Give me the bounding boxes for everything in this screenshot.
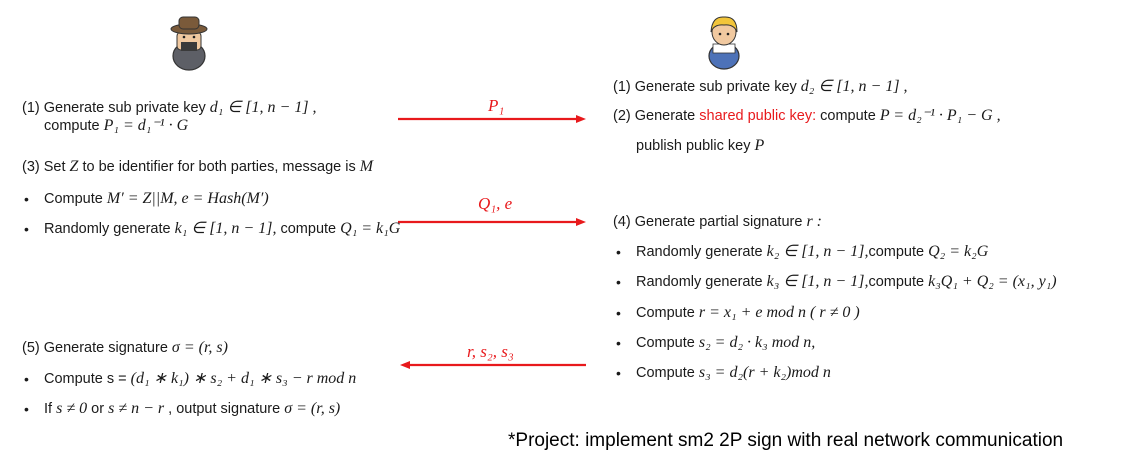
arrow-p1-label: P₁	[488, 96, 505, 115]
left-step3-z: Z	[69, 158, 79, 175]
right-step4-bullet1: Randomly generate k₂ ∈ [1, n − 1],comput…	[616, 243, 989, 261]
right-b5-math: s₃ = d₂(r + k₂)mod n	[698, 364, 831, 381]
left-step3-b2-math: k₁ ∈ [1, n − 1],	[174, 220, 277, 237]
project-note: *Project: implement sm2 2P sign with rea…	[508, 430, 1064, 451]
right-b4-math: s₂ = d₂ · k₃ mod n,	[698, 334, 816, 351]
right-b2-text2: compute	[868, 274, 925, 290]
right-b1-text: Randomly generate	[636, 244, 763, 260]
arrow-rs-label: r, s₂, s₃	[467, 342, 514, 361]
left-step5-bullet2: If s ≠ 0 or s ≠ n − r , output signature…	[24, 400, 341, 418]
left-step5-heading: (5) Generate signature σ = (r, s)	[22, 339, 228, 357]
right-step4-bullet4: Compute s₂ = d₂ · k₃ mod n,	[616, 334, 816, 352]
left-step3-m: M	[359, 158, 374, 175]
left-step5-b2-text2: or	[91, 401, 105, 417]
right-step2-shared-key-label: shared public key:	[699, 108, 817, 124]
right-step4-bullet5: Compute s₃ = d₂(r + k₂)mod n	[616, 364, 831, 382]
left-step3-bullet1: Compute M′ = Z||M, e = Hash(M′)	[24, 190, 269, 208]
arrow-p1-head	[576, 115, 586, 123]
left-step3-bullet2: Randomly generate k₁ ∈ [1, n − 1], compu…	[24, 220, 401, 238]
left-step1-text: (1) Generate sub private key	[22, 100, 206, 116]
right-b4-text: Compute	[636, 335, 695, 351]
left-step3-b2-math2: Q₁ = k₁G	[340, 220, 401, 237]
left-step5-b2-math3: σ = (r, s)	[284, 400, 341, 417]
left-step3-b1-math: M′ = Z||M, e = Hash(M′)	[106, 190, 269, 207]
right-step2-line2: publish public key P	[636, 137, 764, 155]
left-step5-b1-math: (d₁ ∗ k₁) ∗ s₂ + d₁ ∗ s₃ − r mod n	[130, 370, 357, 387]
left-step5-b2-math1: s ≠ 0	[56, 400, 88, 417]
right-b2-math2: k₃Q₁ + Q₂ = (x₁, y₁)	[928, 273, 1057, 290]
right-b2-text: Randomly generate	[636, 274, 763, 290]
right-step4-bullet3: Compute r = x₁ + e mod n ( r ≠ 0 )	[616, 304, 860, 322]
left-step1-compute-text: compute	[44, 118, 100, 134]
left-step1-line2: compute P₁ = d₁⁻¹ · G	[44, 117, 188, 135]
left-step5-b1-text: Compute s =	[44, 371, 127, 387]
left-step5-b2-math2: s ≠ n − r	[108, 400, 165, 417]
right-step2-text: (2) Generate	[613, 108, 696, 124]
left-step3-b1-text: Compute	[44, 191, 103, 207]
right-step2-publish-math: P	[754, 137, 765, 154]
right-b3-text: Compute	[636, 305, 695, 321]
left-step3-b2-text2: compute	[280, 221, 337, 237]
right-step4-bullet2: Randomly generate k₃ ∈ [1, n − 1],comput…	[616, 273, 1057, 291]
arrow-rs-head	[400, 361, 410, 369]
right-b5-text: Compute	[636, 365, 695, 381]
right-step2: (2) Generate shared public key: compute …	[613, 107, 1001, 125]
right-b1-math2: Q₂ = k₂G	[928, 243, 989, 260]
left-step5-math: σ = (r, s)	[171, 339, 228, 356]
left-step3-b2-text: Randomly generate	[44, 221, 171, 237]
left-step3-text2: to be identifier for both parties, messa…	[82, 159, 356, 175]
left-step3-text: (3) Set	[22, 159, 66, 175]
right-step2-text2: compute	[820, 108, 876, 124]
right-step1: (1) Generate sub private key d₂ ∈ [1, n …	[613, 78, 908, 96]
left-step5-b2-text1: If	[44, 401, 53, 417]
right-b2-math: k₃ ∈ [1, n − 1],	[766, 273, 869, 290]
arrow-q1e-head	[576, 218, 586, 226]
right-b1-math: k₂ ∈ [1, n − 1],	[766, 243, 869, 260]
left-step5-bullet1: Compute s = (d₁ ∗ k₁) ∗ s₂ + d₁ ∗ s₃ − r…	[24, 370, 357, 388]
left-step5-b2-text3: , output signature	[168, 401, 281, 417]
left-step1-line1: (1) Generate sub private key d₁ ∈ [1, n …	[22, 99, 317, 117]
right-b3-math: r = x₁ + e mod n ( r ≠ 0 )	[698, 304, 860, 321]
right-step4-math: r :	[806, 213, 822, 230]
left-step1-compute-math: P₁ = d₁⁻¹ · G	[103, 117, 189, 134]
left-step3-heading: (3) Set Z to be identifier for both part…	[22, 158, 373, 176]
arrow-q1e-label: Q₁, e	[478, 194, 513, 213]
right-step1-text: (1) Generate sub private key	[613, 79, 797, 95]
left-step1-math: d₁ ∈ [1, n − 1] ,	[209, 99, 317, 116]
right-b1-text2: compute	[868, 244, 925, 260]
right-step4-heading: (4) Generate partial signature r :	[613, 213, 822, 231]
left-step5-text: (5) Generate signature	[22, 340, 168, 356]
right-step1-math: d₂ ∈ [1, n − 1] ,	[800, 78, 908, 95]
right-step2-publish-text: publish public key	[636, 138, 751, 154]
right-step2-math: P = d₂⁻¹ · P₁ − G ,	[879, 107, 1001, 124]
right-step4-text: (4) Generate partial signature	[613, 214, 803, 230]
